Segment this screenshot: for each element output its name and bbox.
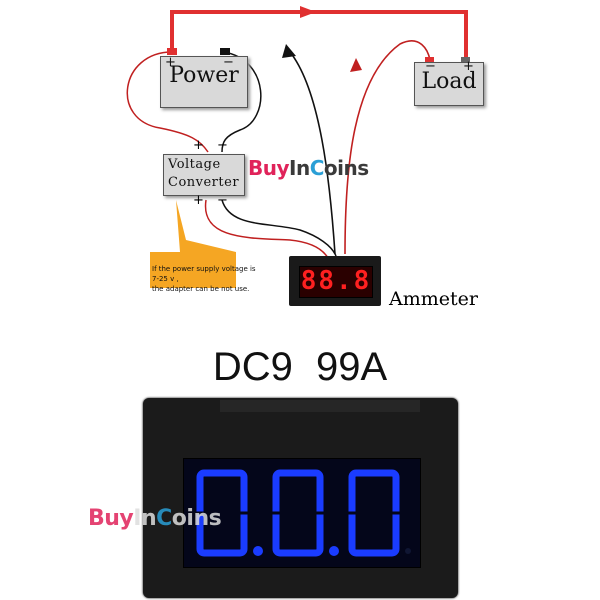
load-box: − + Load xyxy=(414,59,484,106)
converter-top-minus: − xyxy=(217,138,228,153)
decimal-point-1 xyxy=(253,546,263,556)
brand-part2: In xyxy=(289,156,310,180)
watermark-part2: In xyxy=(133,506,157,531)
meter-bezel xyxy=(220,400,420,412)
black-wire-ammeter-to-power xyxy=(289,51,336,255)
product-title: DC9 99A xyxy=(212,345,388,389)
black-wire-power-to-converter xyxy=(221,51,262,153)
red-wire-ammeter-to-load xyxy=(344,40,431,255)
note-line2: the adapter can be not use. xyxy=(152,285,250,293)
converter-bottom-plus: + xyxy=(193,193,204,208)
watermark-part1: Buy xyxy=(88,506,134,531)
load-plus-terminal xyxy=(461,57,470,63)
meter-photo xyxy=(143,398,458,598)
note-callout xyxy=(150,200,236,288)
brand-logo: BuyInCoins xyxy=(248,156,369,180)
voltage-converter-box: Voltage Converter xyxy=(163,154,245,196)
red-wire-power-to-converter xyxy=(126,51,209,153)
power-plus-terminal xyxy=(167,48,177,55)
power-minus-terminal xyxy=(220,48,230,55)
ammeter-digits: 88.8 xyxy=(300,266,372,296)
ammeter-label: Ammeter xyxy=(389,288,478,310)
converter-bottom-minus: − xyxy=(217,193,228,208)
converter-line2: Converter xyxy=(168,175,240,190)
watermark-part4: oins xyxy=(171,506,222,531)
watermark-part3: C xyxy=(156,506,172,531)
power-plus-sign: + xyxy=(165,55,176,70)
ammeter-display: 88.8 xyxy=(299,266,373,298)
power-minus-sign: − xyxy=(223,55,234,70)
load-minus-terminal xyxy=(425,57,434,63)
ammeter-device: 88.8 xyxy=(289,256,381,306)
red-wire-converter-to-ammeter xyxy=(204,199,329,259)
decimal-point-3 xyxy=(405,548,411,554)
converter-top-plus: + xyxy=(193,138,204,153)
brand-watermark: BuyInCoins xyxy=(88,506,222,531)
meter-display xyxy=(183,458,421,568)
decimal-point-2 xyxy=(329,546,339,556)
converter-line1: Voltage xyxy=(168,157,221,172)
brand-part4: oins xyxy=(323,156,369,180)
load-plus-sign: + xyxy=(463,59,474,74)
main-red-wire xyxy=(170,10,468,58)
arrow-up-red xyxy=(350,58,362,72)
meter-digits xyxy=(188,469,416,557)
black-wire-converter-to-ammeter xyxy=(221,199,337,257)
wiring-diagram xyxy=(126,6,470,288)
brand-part1: Buy xyxy=(248,156,290,180)
load-minus-sign: − xyxy=(425,59,436,74)
brand-part3: C xyxy=(309,156,325,180)
power-box: + − Power xyxy=(160,55,248,108)
power-note: If the power supply voltage is 7-25 v , … xyxy=(152,264,262,294)
load-label: Load xyxy=(421,69,477,94)
note-line1: If the power supply voltage is 7-25 v , xyxy=(152,265,256,283)
arrow-up-black xyxy=(282,44,296,58)
arrow-right xyxy=(300,6,316,18)
power-label: Power xyxy=(169,63,239,88)
